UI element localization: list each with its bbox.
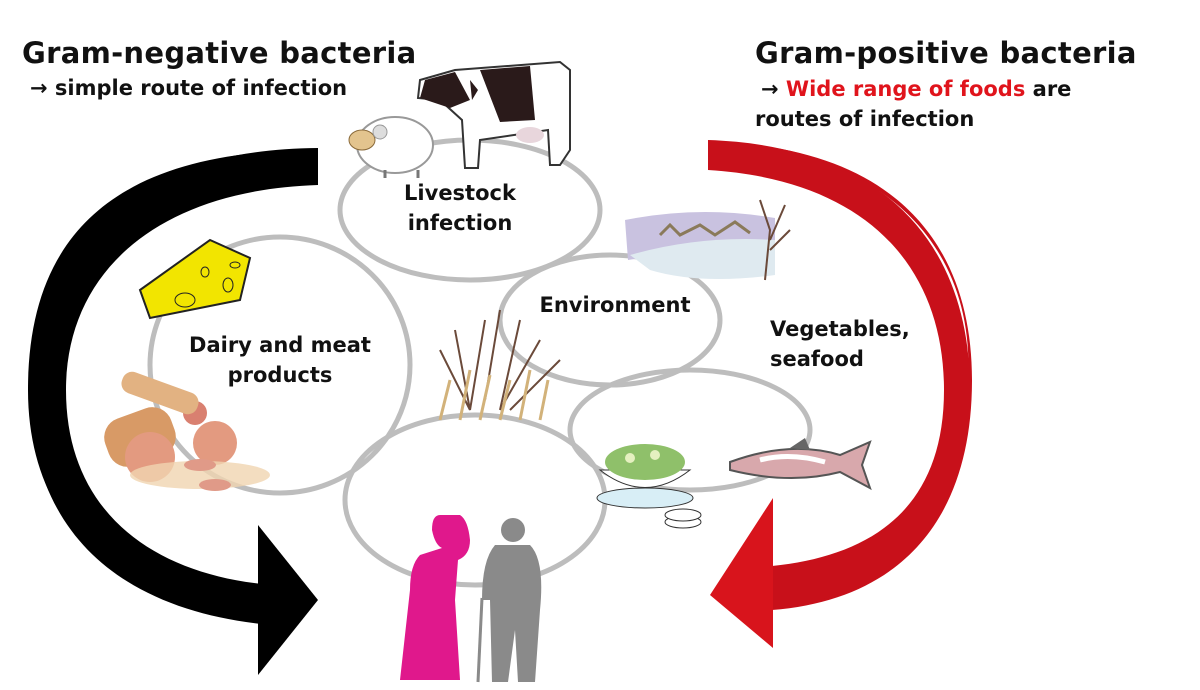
vegetables-label: Vegetables, seafood xyxy=(770,314,910,374)
vegetables-ellipse xyxy=(567,367,813,493)
cow-illustration xyxy=(416,60,571,169)
environment-label: Environment xyxy=(539,293,691,317)
salmon-illustration xyxy=(729,438,872,491)
arrow-right-icon: → xyxy=(30,76,48,100)
livestock-label-line1: Livestock xyxy=(404,181,516,205)
arrow-right-icon: → xyxy=(761,77,779,101)
sheep-illustration xyxy=(348,116,434,178)
gram-positive-subtitle-line2: routes of infection xyxy=(755,107,975,131)
vegetables-label-line2: seafood xyxy=(770,347,864,371)
gram-positive-title: Gram-positive bacteria xyxy=(755,36,1137,70)
salad-bowl-illustration xyxy=(596,444,702,529)
gram-positive-arrowhead xyxy=(710,498,773,648)
gram-positive-arrow xyxy=(708,140,970,608)
cheese-illustration xyxy=(138,238,252,320)
dairy-label: Dairy and meat products xyxy=(170,330,390,390)
gram-negative-arrow xyxy=(30,148,318,624)
people-ellipse xyxy=(342,412,608,588)
snowy-village-illustration xyxy=(625,199,791,281)
dairy-label-line1: Dairy and meat xyxy=(189,333,371,357)
gram-positive-highlight: Wide range of foods xyxy=(785,77,1026,101)
gram-positive-subtitle-rest: are xyxy=(1032,77,1072,101)
gram-negative-title: Gram-negative bacteria xyxy=(22,36,417,70)
gram-negative-subtitle: → simple route of infection xyxy=(30,73,347,103)
dairy-label-line2: products xyxy=(227,363,333,387)
livestock-label-line2: infection xyxy=(407,211,513,235)
elderly-man-silhouette xyxy=(476,518,542,683)
woman-silhouette xyxy=(400,515,470,680)
vegetables-label-line1: Vegetables, xyxy=(770,317,910,341)
gram-negative-subtitle-text: simple route of infection xyxy=(54,76,348,100)
gram-positive-subtitle: → Wide range of foods are routes of infe… xyxy=(755,74,1071,134)
bare-shrubs-illustration xyxy=(438,309,561,421)
meat-products-illustration xyxy=(104,371,270,491)
gram-negative-arrowhead xyxy=(258,525,318,675)
livestock-label: Livestock infection xyxy=(395,178,525,238)
dairy-ellipse xyxy=(147,234,413,496)
